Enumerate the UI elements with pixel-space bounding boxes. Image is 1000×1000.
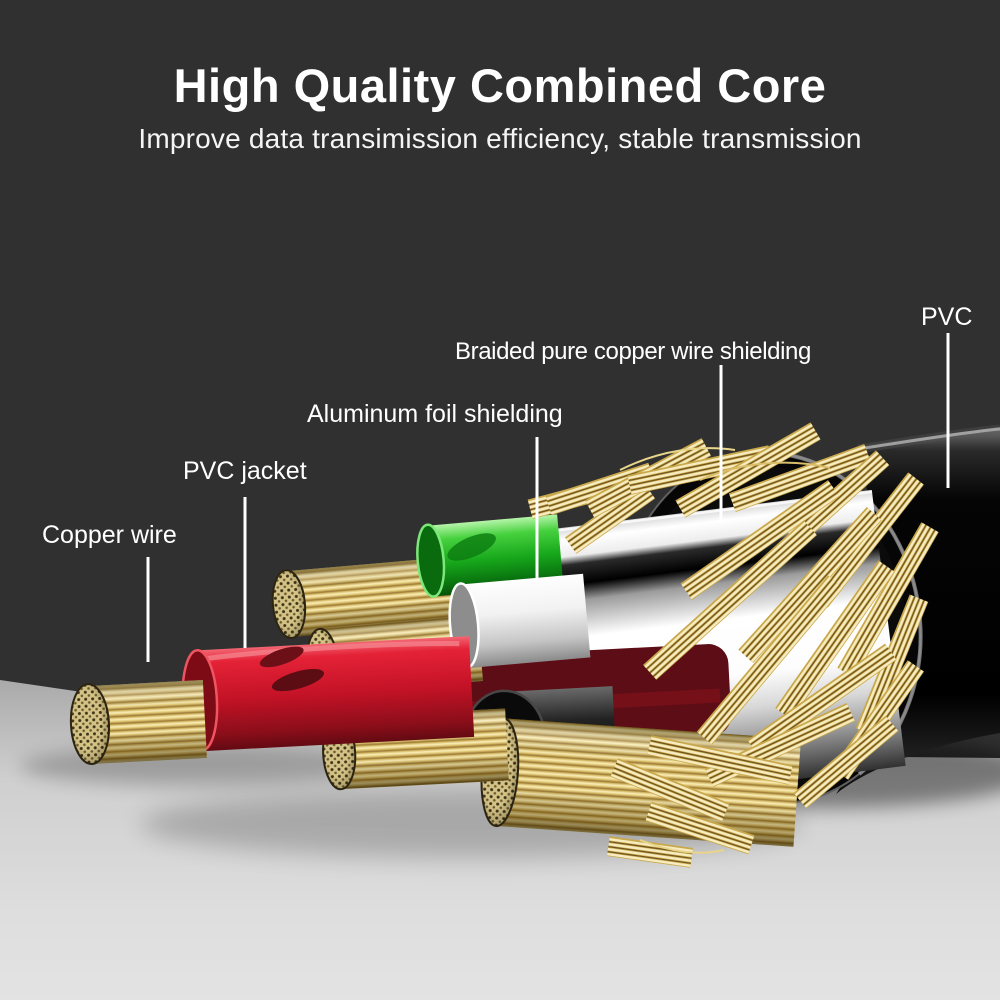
- label-pvc-jacket: PVC jacket: [183, 457, 307, 485]
- label-braided-shield: Braided pure copper wire shielding: [455, 338, 811, 365]
- label-aluminum-foil: Aluminum foil shielding: [307, 400, 563, 428]
- label-lines: [146, 333, 950, 662]
- green-wire: [271, 514, 564, 640]
- braided-shield-line: [719, 365, 723, 520]
- pvc-outer-line: [946, 333, 950, 488]
- label-pvc-outer: PVC: [921, 303, 973, 331]
- page-subtitle: Improve data transimission efficiency, s…: [138, 123, 862, 154]
- aluminum-foil-line: [535, 437, 539, 580]
- label-copper-wire: Copper wire: [42, 521, 177, 549]
- page-title: High Quality Combined Core: [173, 59, 827, 112]
- red-wire: [69, 636, 475, 765]
- braided-copper-shielding: [526, 420, 941, 869]
- pvc-jacket-line: [243, 497, 247, 648]
- copper-wire-line: [146, 557, 150, 662]
